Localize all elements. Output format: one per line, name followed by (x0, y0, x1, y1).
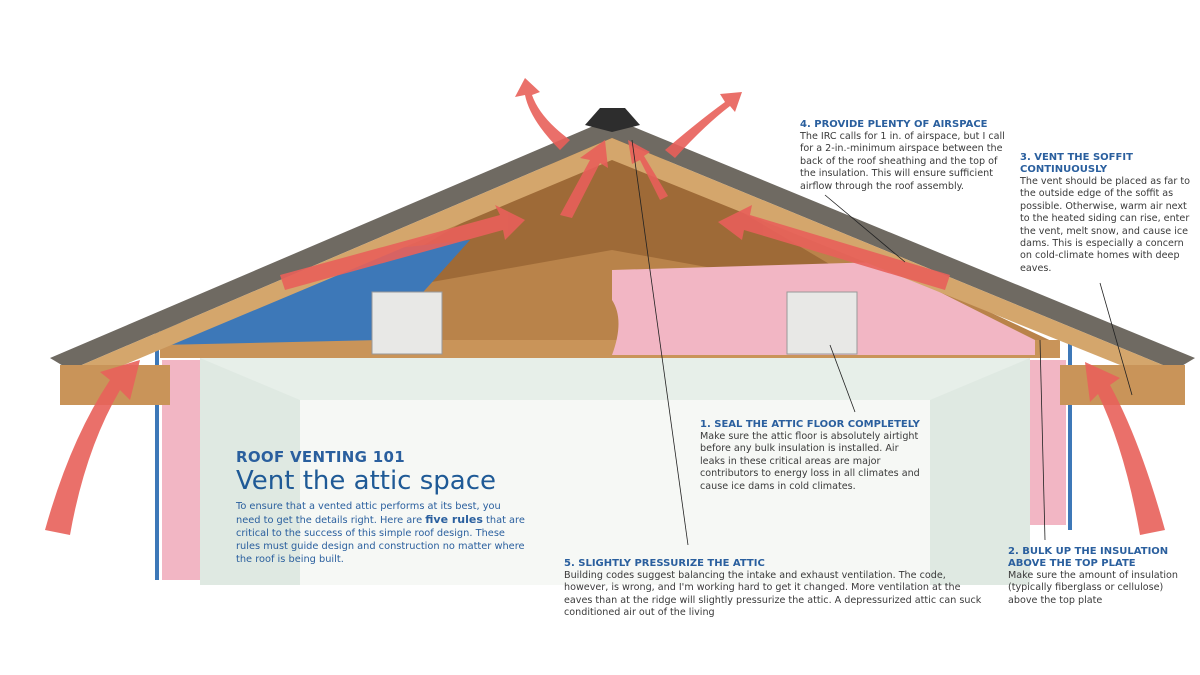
ridge-vent (585, 108, 640, 132)
callout-vent-soffit: 3. VENT THE SOFFIT CONTINUOUSLY The vent… (1020, 152, 1192, 275)
callout-text: Make sure the amount of insulation (typi… (1008, 570, 1178, 606)
left-roof (50, 118, 612, 370)
callout-title: 5. SLIGHTLY PRESSURIZE THE ATTIC (564, 558, 765, 569)
right-exhaust-fan (786, 291, 858, 355)
intro-kicker: ROOF VENTING 101 (236, 448, 405, 466)
room-back-wall (200, 400, 1030, 585)
callout-title: 1. SEAL THE ATTIC FLOOR COMPLETELY (700, 419, 920, 430)
intro-body-bold: five rules (425, 513, 483, 526)
airflow-arrows (45, 78, 1165, 535)
callout-title: 3. VENT THE SOFFIT CONTINUOUSLY (1020, 152, 1133, 175)
intro-title: Vent the attic space (236, 466, 497, 496)
callout-text: The vent should be placed as far to the … (1020, 176, 1190, 274)
callout-bulk-up-insulation: 2. BULK UP THE INSULATION ABOVE THE TOP … (1008, 546, 1188, 607)
intro-body: To ensure that a vented attic performs a… (236, 500, 526, 566)
callout-title: 2. BULK UP THE INSULATION ABOVE THE TOP … (1008, 546, 1169, 569)
intro-body-text: To ensure that a vented attic performs a… (236, 501, 501, 526)
callout-text: The IRC calls for 1 in. of airspace, but… (800, 131, 1005, 192)
intro-body-text-end: that are critical to the success of this… (236, 515, 525, 565)
left-exhaust-fan (371, 291, 443, 355)
callout-seal-attic-floor: 1. SEAL THE ATTIC FLOOR COMPLETELY Make … (700, 419, 920, 493)
callout-title: 4. PROVIDE PLENTY OF AIRSPACE (800, 119, 988, 130)
intro-block: ROOF VENTING 101 Vent the attic space To… (236, 448, 526, 566)
callout-pressurize-attic: 5. SLIGHTLY PRESSURIZE THE ATTIC Buildin… (564, 558, 984, 620)
right-roof (612, 118, 1195, 370)
callout-text: Building codes suggest balancing the int… (564, 570, 982, 619)
callout-text: Make sure the attic floor is absolutely … (700, 431, 920, 492)
callout-airspace: 4. PROVIDE PLENTY OF AIRSPACE The IRC ca… (800, 119, 1010, 193)
